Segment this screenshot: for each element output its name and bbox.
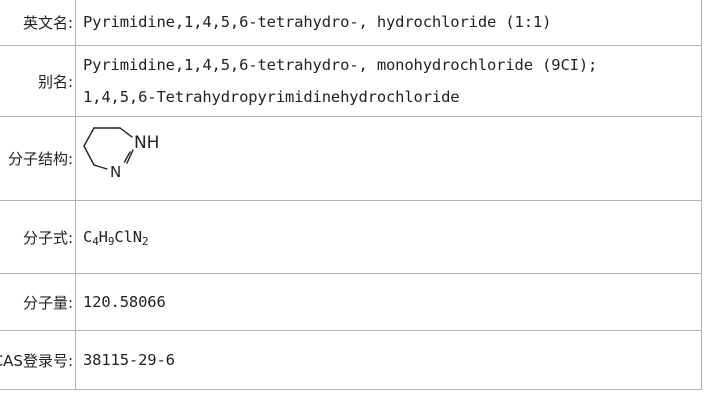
molecule-structure-image: NH N bbox=[83, 127, 159, 181]
row-english-name: 英文名: Pyrimidine,1,4,5,6-tetrahydro-, hyd… bbox=[0, 0, 702, 46]
atom-label-n: N bbox=[110, 163, 121, 181]
formula-element: ClN bbox=[114, 228, 142, 246]
structure-label: 分子结构: bbox=[0, 116, 76, 201]
formula-subscript: 2 bbox=[141, 235, 149, 248]
alias-item: 1,4,5,6-Tetrahydropyrimidinehydrochlorid… bbox=[83, 88, 460, 106]
formula-element: C bbox=[83, 228, 93, 246]
row-structure: 分子结构: NH N bbox=[0, 116, 702, 201]
compound-info-table: 英文名: Pyrimidine,1,4,5,6-tetrahydro-, hyd… bbox=[0, 0, 702, 390]
molecular-weight-label: 分子量: bbox=[0, 273, 76, 331]
cas-number-value: 38115-29-6 bbox=[75, 330, 702, 390]
english-name-value: Pyrimidine,1,4,5,6-tetrahydro-, hydrochl… bbox=[75, 0, 702, 46]
cas-number-label: CAS登录号: bbox=[0, 330, 76, 390]
molecular-weight-value: 120.58066 bbox=[75, 273, 702, 331]
formula-subscript: 9 bbox=[107, 235, 115, 248]
aliases-value: Pyrimidine,1,4,5,6-tetrahydro-, monohydr… bbox=[75, 45, 702, 117]
english-name-label: 英文名: bbox=[0, 0, 76, 46]
formula-subscript: 4 bbox=[92, 235, 99, 248]
row-molecular-weight: 分子量: 120.58066 bbox=[0, 273, 702, 331]
alias-item: Pyrimidine,1,4,5,6-tetrahydro-, monohydr… bbox=[83, 56, 598, 74]
structure-value: NH N bbox=[75, 116, 702, 201]
row-formula: 分子式: C4H9ClN2 bbox=[0, 200, 702, 274]
formula-value: C4H9ClN2 bbox=[75, 200, 702, 274]
formula-label: 分子式: bbox=[0, 200, 76, 274]
row-cas-number: CAS登录号: 38115-29-6 bbox=[0, 330, 702, 390]
aliases-label: 别名: bbox=[0, 45, 76, 117]
atom-label-nh: NH bbox=[134, 133, 159, 153]
row-aliases: 别名: Pyrimidine,1,4,5,6-tetrahydro-, mono… bbox=[0, 45, 702, 117]
formula-element: H bbox=[98, 228, 108, 246]
